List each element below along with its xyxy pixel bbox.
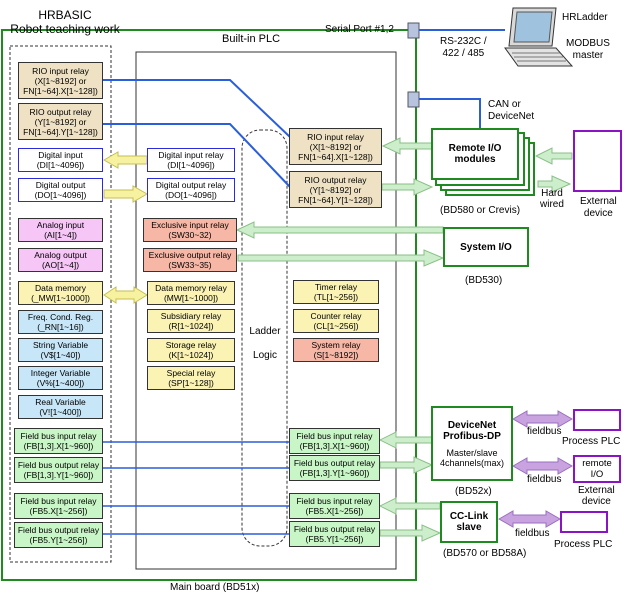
external-device-box — [573, 130, 622, 192]
hr-fb5-output-relay: Field bus output relay(FB5.Y[1~256]) — [14, 522, 103, 548]
bd52x-label: (BD52x) — [455, 486, 492, 497]
plc-outline — [135, 51, 397, 570]
system-io: System I/O — [443, 227, 529, 267]
fieldbus-label-3: fieldbus — [515, 528, 550, 539]
hr-integer-variable: Integer Variable(V%[1~400]) — [18, 366, 103, 390]
plc-storage-relay: Storage relay(K[1~1024]) — [147, 338, 235, 362]
hr-freq-cond-reg: Freq. Cond. Reg.(_RN[1~16]) — [18, 310, 103, 334]
plc-fb5-input-relay: Field bus input relay(FB5.X[1~256]) — [289, 493, 380, 519]
hrladder-label: HRLadder — [562, 12, 608, 23]
fieldbus-label-2: fieldbus — [527, 474, 562, 485]
bd580-label: (BD580 or Crevis) — [440, 205, 521, 216]
serial-port-label: Serial Port #1,2 — [325, 24, 394, 35]
laptop-icon — [504, 7, 574, 67]
plc-counter-relay: Counter relay(CL[1~256]) — [293, 309, 379, 333]
hr-fieldbus-input-relay: Field bus input relay(FB[1,3].X[1~960]) — [14, 428, 103, 454]
plc-fieldbus-output-relay: Field bus output relay(FB[1,3].Y[1~960]) — [289, 455, 380, 481]
hr-analog-input: Analog input(AI[1~4]) — [18, 218, 103, 242]
serial-connector — [407, 22, 420, 39]
process-plc-label-1: Process PLC — [562, 436, 621, 447]
plc-exclusive-output-relay: Exclusive output relay(SW33~35) — [143, 248, 237, 272]
plc-exclusive-input-relay: Exclusive input relay(SW30~32) — [143, 218, 237, 242]
hr-digital-output: Digital output(DO[1~4096]) — [18, 178, 103, 202]
bd530-label: (BD530) — [465, 275, 503, 286]
hr-digital-input: Digital input(DI[1~4096]) — [18, 148, 103, 172]
rs232-label: RS-232C /422 / 485 — [440, 36, 487, 59]
main-board-label: Main board (BD51x) — [170, 582, 260, 593]
hr-data-memory: Data memory(_MW[1~1000]) — [18, 281, 103, 305]
plc-fieldbus-input-relay: Field bus input relay(FB[1,3].X[1~960]) — [289, 428, 380, 454]
hr-fieldbus-output-relay: Field bus output relay(FB[1,3].Y[1~960]) — [14, 457, 103, 483]
hr-real-variable: Real Variable(V![1~400]) — [18, 395, 103, 419]
hrbasic-outline — [9, 45, 112, 563]
plc-special-relay: Special relay(SP[1~128]) — [147, 366, 235, 390]
hr-string-variable: String Variable(V$[1~40]) — [18, 338, 103, 362]
process-plc-label-2: Process PLC — [554, 539, 613, 550]
bd570-label: (BD570 or BD58A) — [443, 548, 527, 559]
main-board-outline — [1, 29, 417, 581]
plc-digital-input-relay: Digital input relay(DI[1~4096]) — [147, 148, 235, 172]
fieldbus-label-1: fieldbus — [527, 426, 562, 437]
process-plc-box-2 — [560, 511, 608, 533]
plc-fb5-output-relay: Field bus output relay(FB5.Y[1~256]) — [289, 521, 380, 547]
plc-title: Built-in PLC — [222, 33, 281, 45]
plc-system-relay: System relay(S[1~8192]) — [293, 338, 379, 362]
process-plc-box-1 — [573, 409, 621, 431]
hr-analog-output: Analog output(AO[1~4]) — [18, 248, 103, 272]
plc-data-memory-relay: Data memory relay(MW[1~1000]) — [147, 281, 235, 305]
plc-subsidiary-relay: Subsidiary relay(R[1~1024]) — [147, 309, 235, 333]
plc-digital-output-relay: Digital output relay(DO[1~4096]) — [147, 178, 235, 202]
ladder-outline — [241, 129, 288, 547]
plc-timer-relay: Timer relay(TL[1~256]) — [293, 280, 379, 304]
can-connector — [407, 91, 420, 108]
hr-fb5-input-relay: Field bus input relay(FB5.X[1~256]) — [14, 493, 103, 519]
